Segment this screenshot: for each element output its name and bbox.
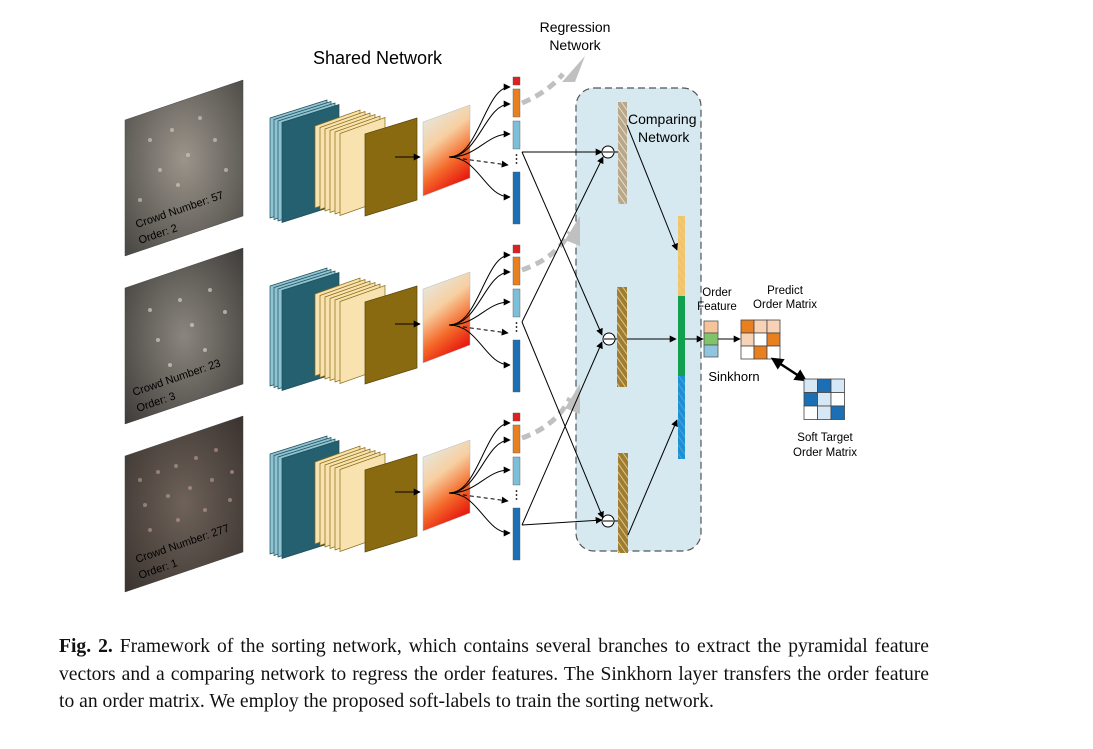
minus-circle-1 bbox=[601, 145, 615, 159]
regression-network-label-line2: Network bbox=[549, 37, 601, 53]
caption-text: Framework of the sorting network, which … bbox=[59, 636, 929, 712]
soft-target-label-line1: Soft Target bbox=[797, 432, 853, 444]
matrix-cell bbox=[830, 405, 845, 420]
order-feature-label-line2: Feature bbox=[697, 301, 737, 313]
soft-target-order-matrix bbox=[803, 378, 845, 420]
matrix-cell bbox=[766, 319, 781, 334]
difference-bar-3 bbox=[618, 453, 628, 553]
feature-vectors-1 bbox=[448, 76, 521, 225]
crowd-image-1: Crowd Number: 57 Order: 2 bbox=[124, 79, 244, 257]
matrix-cell bbox=[740, 332, 755, 347]
concatenated-vector bbox=[678, 216, 685, 459]
order-feature-label-line1: Order bbox=[702, 287, 732, 299]
matrix-cell bbox=[766, 332, 781, 347]
feature-vectors-3 bbox=[448, 412, 521, 561]
matrix-cell bbox=[766, 345, 781, 360]
comparing-network-label-line2: Network bbox=[638, 129, 690, 145]
shared-network-label: Shared Network bbox=[313, 48, 443, 68]
matrix-cell bbox=[830, 392, 845, 407]
regression-arrows bbox=[521, 72, 573, 441]
matrix-cell bbox=[753, 319, 768, 334]
predict-matrix-label-line1: Predict bbox=[767, 285, 804, 297]
matrix-cell bbox=[803, 392, 818, 407]
figure-caption: Fig. 2. Framework of the sorting network… bbox=[59, 633, 929, 716]
matrix-cell bbox=[740, 345, 755, 360]
predict-matrix-label-line2: Order Matrix bbox=[753, 299, 817, 311]
feature-vectors-2 bbox=[448, 244, 521, 393]
comparison-double-arrow bbox=[770, 357, 808, 382]
matrix-cell bbox=[830, 378, 845, 393]
crowd-image-2: Crowd Number: 23 Order: 3 bbox=[124, 247, 244, 425]
crowd-image-3: Crowd Number: 277 Order: 1 bbox=[124, 415, 244, 593]
matrix-cell bbox=[817, 378, 832, 393]
minus-circle-2 bbox=[602, 332, 616, 346]
framework-diagram: Crowd Number: 57 Order: 2 Crowd Number: … bbox=[124, 19, 857, 593]
difference-bar-2 bbox=[617, 287, 627, 387]
caption-label: Fig. 2. bbox=[59, 636, 113, 657]
difference-bar-1 bbox=[618, 102, 627, 204]
conv-stack-2 bbox=[269, 267, 418, 391]
comparing-network-label-line1: Comparing bbox=[628, 111, 696, 127]
regression-arrowheads bbox=[562, 56, 585, 414]
feature-map-3 bbox=[422, 439, 471, 532]
matrix-cell bbox=[803, 378, 818, 393]
feature-map-1 bbox=[422, 104, 471, 197]
conv-stack-3 bbox=[269, 435, 418, 559]
matrix-cell bbox=[740, 319, 755, 334]
conv-stack-1 bbox=[269, 99, 418, 223]
predict-order-matrix bbox=[740, 319, 781, 360]
soft-target-label-line2: Order Matrix bbox=[793, 447, 857, 459]
matrix-cell bbox=[817, 392, 832, 407]
comparing-network-box bbox=[575, 87, 702, 552]
matrix-cell bbox=[817, 405, 832, 420]
matrix-cell bbox=[753, 345, 768, 360]
minus-circle-3 bbox=[601, 514, 615, 528]
matrix-cell bbox=[753, 332, 768, 347]
order-feature-vector bbox=[703, 320, 719, 358]
sinkhorn-label: Sinkhorn bbox=[708, 369, 759, 384]
regression-network-label-line1: Regression bbox=[540, 19, 611, 35]
feature-map-2 bbox=[422, 271, 471, 364]
matrix-cell bbox=[803, 405, 818, 420]
